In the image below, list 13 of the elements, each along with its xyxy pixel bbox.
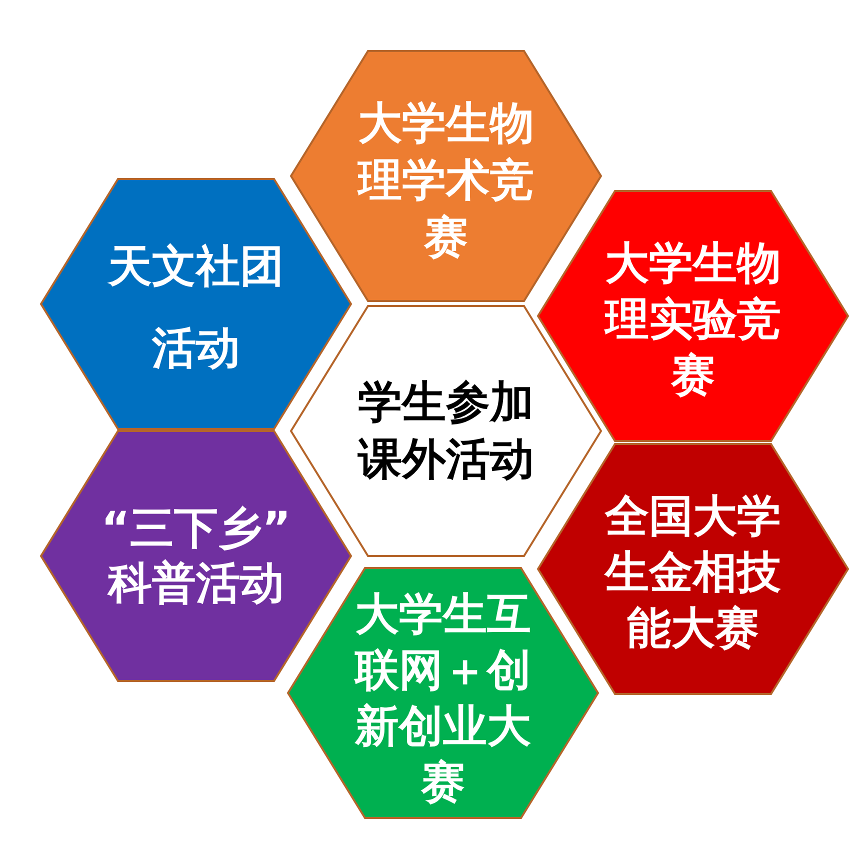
hexagon-tile xyxy=(290,50,602,302)
tile-label: 大学生物理学术竞赛 xyxy=(356,96,535,264)
tile-label: 学生参加课外活动 xyxy=(356,376,535,487)
tile-label: “三下乡”科普活动 xyxy=(100,502,292,611)
hexagon-tile xyxy=(537,443,849,695)
tile-label: 大学生互联网＋创新创业大赛 xyxy=(353,588,532,810)
tile-label: 天文社团活动 xyxy=(106,240,285,376)
tile-label: 大学生物理实验竞赛 xyxy=(603,237,782,403)
hexagon-tile xyxy=(40,430,352,682)
tile-label: 全国大学生金相技能大赛 xyxy=(603,490,782,656)
hexagon-tile xyxy=(537,190,849,442)
hexagon-tile xyxy=(40,178,352,430)
hexagon-tile xyxy=(287,567,599,819)
